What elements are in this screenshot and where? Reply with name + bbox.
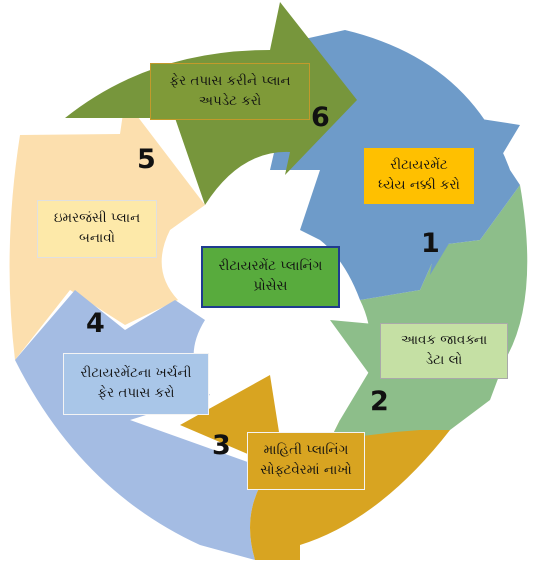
step-2-number: 2 xyxy=(370,386,389,417)
center-box: રીટાયરમેંટ પ્લાનિંગ પ્રોસેસ xyxy=(201,246,340,308)
step-1-box: રીટાયરમેંટ ધ્યેય નક્કી કરો xyxy=(364,148,474,204)
step-6-number: 6 xyxy=(311,102,330,133)
step-1-number: 1 xyxy=(421,228,440,259)
step-4-box: રીટાયરમેંટના ખર્ચની ફેર તપાસ કરો xyxy=(63,353,209,415)
step-3-number: 3 xyxy=(212,430,231,461)
step-6-box: ફેર તપાસ કરીને પ્લાન અપડેટ કરો xyxy=(150,63,310,120)
step-4-number: 4 xyxy=(86,308,105,339)
step-5-box: ઇમરજંસી પ્લાન બનાવો xyxy=(37,200,157,258)
step-2-box: આવક જાવક્ના ડેટા લો xyxy=(380,323,508,379)
step-3-box: માહિતી પ્લાનિંગ સોફ્ટવેરમાં નાખો xyxy=(247,432,365,490)
step-5-number: 5 xyxy=(137,144,156,175)
